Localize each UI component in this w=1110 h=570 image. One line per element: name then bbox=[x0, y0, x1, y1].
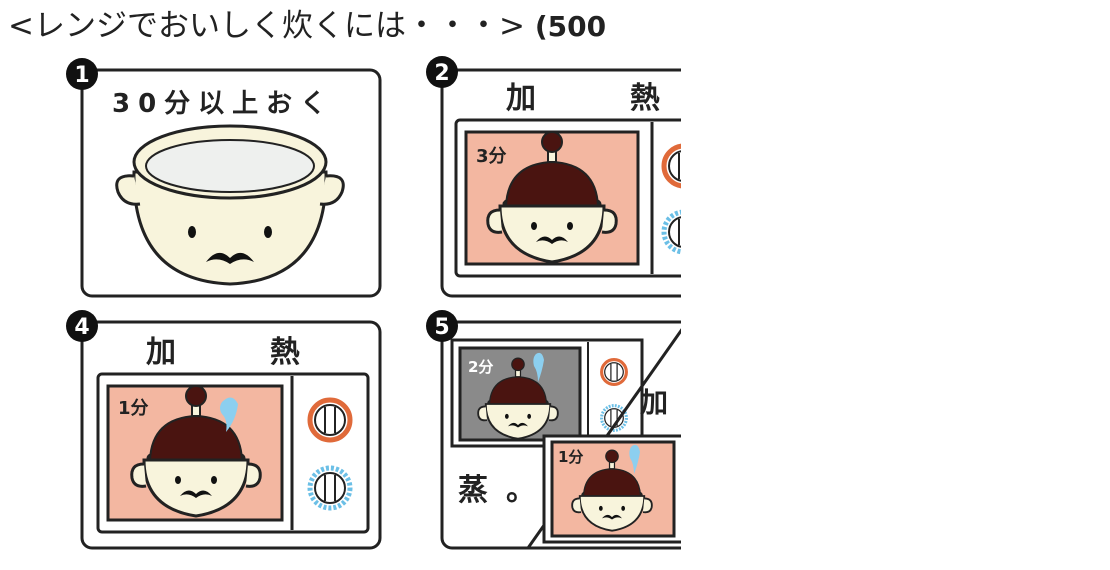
power-dial bbox=[664, 146, 681, 186]
power-dial-3 bbox=[600, 358, 628, 386]
step-4-caption-left: 加 bbox=[146, 335, 176, 370]
microwave-illustration-2: 1分 bbox=[96, 372, 370, 534]
steam-icon-2 bbox=[533, 352, 544, 382]
microwave-illustration: 3分 bbox=[454, 118, 681, 278]
timer-dial-2 bbox=[310, 468, 350, 508]
step-1-number: 1 bbox=[74, 63, 89, 88]
page-heading: <レンジでおいしく炊くには・・・> (500 bbox=[8, 0, 606, 45]
step-2-number: 2 bbox=[434, 61, 449, 86]
step-2-caption-right: 熱 bbox=[630, 81, 660, 116]
step-5-badge: 5 bbox=[426, 310, 458, 342]
step-5-card: 5 2分 加 蒸。 bbox=[426, 310, 681, 550]
step-2-badge: 2 bbox=[426, 56, 458, 88]
step-2-card: 2 加 熱 3分 bbox=[426, 56, 681, 298]
step-1-badge: 1 bbox=[66, 58, 98, 90]
step-5-number: 5 bbox=[434, 315, 449, 340]
step-illustration-area: 1 30分以上おく 2 加 熱 bbox=[66, 56, 681, 550]
step-5-caption-right: 加 bbox=[640, 386, 668, 419]
step-5-timer-front: 1分 bbox=[558, 448, 583, 466]
steam-icon bbox=[220, 397, 238, 432]
step-4-caption-right: 熱 bbox=[270, 335, 300, 370]
step-1-card: 1 30分以上おく bbox=[66, 58, 382, 298]
step-1-caption: 30分以上おく bbox=[112, 89, 334, 119]
step-4-number: 4 bbox=[74, 315, 89, 340]
step-4-card: 4 加 熱 1分 bbox=[66, 310, 382, 550]
step-4-badge: 4 bbox=[66, 310, 98, 342]
heading-title: <レンジでおいしく炊くには・・・> bbox=[8, 8, 525, 44]
microwave-front: 1分 bbox=[542, 434, 681, 544]
steps-diagram: 1 30分以上おく 2 加 熱 bbox=[66, 56, 681, 550]
rice-bowl-illustration bbox=[115, 124, 345, 286]
step-2-caption-left: 加 bbox=[506, 81, 536, 116]
step-4-timer: 1分 bbox=[118, 398, 149, 419]
power-dial-2 bbox=[310, 400, 350, 440]
heading-suffix: (500 bbox=[534, 10, 607, 43]
step-2-timer: 3分 bbox=[476, 146, 507, 167]
step-5-caption-bottom: 蒸。 bbox=[458, 473, 554, 508]
step-5-timer-back: 2分 bbox=[468, 358, 493, 376]
microwave-back: 2分 bbox=[450, 338, 644, 448]
steam-icon-3 bbox=[629, 444, 640, 474]
